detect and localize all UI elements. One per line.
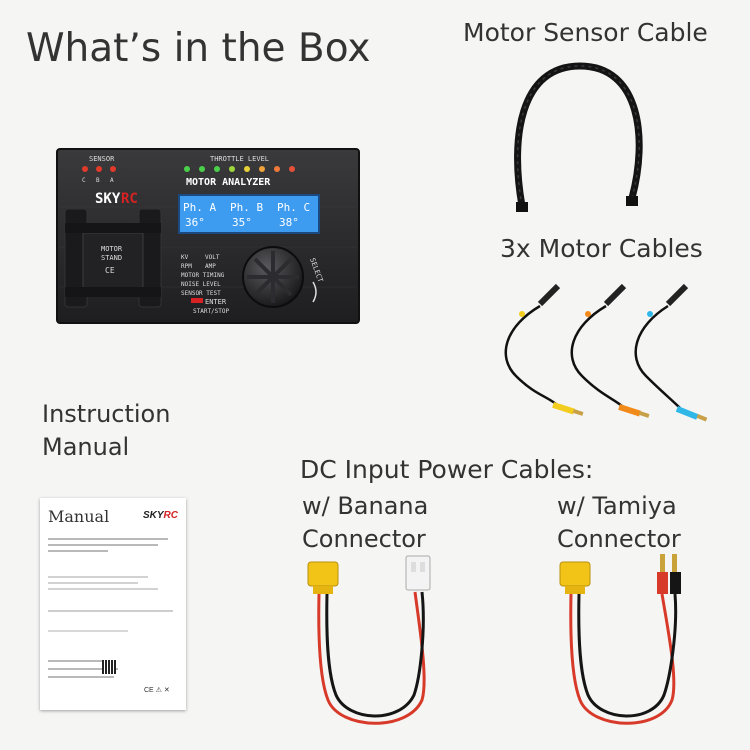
motor-sensor-cable [514, 62, 643, 212]
lcd-phase-b: Ph. B [230, 201, 263, 214]
sensor-label: SENSOR [89, 155, 115, 163]
start-stop-label: START/STOP [193, 308, 230, 315]
manual-logo-suffix: RC [163, 510, 178, 521]
sensor-led-c-label: C [82, 177, 86, 184]
manual-label-line-1: Instruction [42, 400, 171, 428]
lcd-value-c: 38° [279, 216, 299, 229]
function-motor-timing: MOTOR TIMING [181, 272, 225, 279]
dc-cable-banana [307, 555, 431, 725]
sensor-led-a-label: A [110, 177, 114, 184]
banana-label: w/ Banana Connector [302, 490, 428, 556]
manual-logo-prefix: SKY [142, 510, 164, 521]
dc-cable-tamiya [559, 554, 681, 725]
motor-analyzer-device: SENSOR C B A SKY RC THROTTLE LEVEL MOTOR… [56, 148, 360, 324]
motor-cables-label: 3x Motor Cables [500, 234, 703, 263]
function-noise-level: NOISE LEVEL [181, 281, 221, 288]
three-motor-cables [504, 283, 708, 422]
device-brand-suffix: RC [121, 191, 138, 207]
manual-title: Manual [48, 507, 110, 526]
banana-plugs [657, 554, 681, 594]
manual-label: Instruction Manual [42, 398, 170, 464]
device-brand-prefix: SKY [95, 191, 121, 207]
sensor-led-b-label: B [96, 177, 100, 184]
function-rpm: RPM [181, 263, 192, 270]
tamiya-label-line-2: Connector [557, 525, 681, 553]
xt60-connector [559, 561, 591, 587]
ce-mark-icon: CE [105, 266, 115, 275]
throttle-leds [184, 166, 295, 172]
sensor-cable-label: Motor Sensor Cable [463, 18, 708, 47]
tamiya-label-line-1: w/ Tamiya [557, 492, 677, 520]
banana-label-line-2: Connector [302, 525, 426, 553]
motor-cable-orange [570, 283, 650, 418]
sensor-led-c [82, 166, 88, 172]
page-title: What’s in the Box [26, 26, 371, 71]
function-sensor-test: SENSOR TEST [181, 290, 221, 297]
lcd-phase-c: Ph. C [277, 201, 310, 214]
lcd-value-b: 35° [232, 216, 252, 229]
device-model: MOTOR ANALYZER [186, 177, 271, 188]
enter-label: ENTER [205, 298, 227, 306]
lcd-phase-a: Ph. A [183, 201, 216, 214]
dc-cables-label: DC Input Power Cables: [300, 455, 594, 484]
function-kv: KV [181, 254, 189, 261]
sensor-led-b [96, 166, 102, 172]
motor-cable-cyan [634, 283, 708, 422]
qr-code-icon [102, 660, 116, 674]
tamiya-label: w/ Tamiya Connector [557, 490, 681, 556]
knob-grip-icon [247, 251, 299, 303]
instruction-manual: Manual SKYRC CE ⚠ ✕ [40, 498, 186, 710]
lcd-screen [178, 194, 320, 234]
motor-stand [64, 208, 162, 308]
throttle-label: THROTTLE LEVEL [210, 155, 269, 163]
manual-logo: SKYRC [143, 510, 178, 521]
compliance-marks-icon: CE ⚠ ✕ [144, 687, 170, 694]
lcd-value-a: 36° [185, 216, 205, 229]
sensor-led-a [110, 166, 116, 172]
white-connector [405, 555, 431, 591]
xt60-connector [307, 561, 339, 587]
stand-label-1: MOTOR [101, 245, 123, 253]
function-amp: AMP [205, 263, 216, 270]
function-volt: VOLT [205, 254, 220, 261]
enter-button[interactable] [191, 298, 203, 303]
manual-label-line-2: Manual [42, 433, 130, 461]
stand-label-2: STAND [101, 254, 122, 262]
rotate-arrow-icon [312, 281, 317, 303]
banana-label-line-1: w/ Banana [302, 492, 429, 520]
motor-cable-yellow [504, 283, 584, 416]
